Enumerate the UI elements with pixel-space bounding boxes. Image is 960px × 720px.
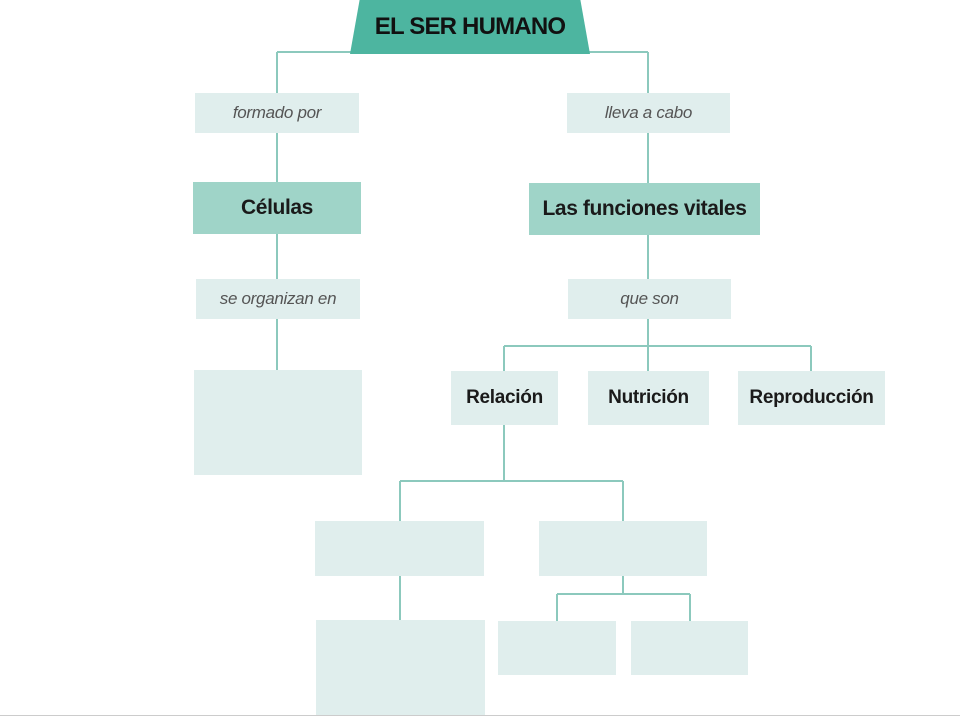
function-relacion: Relación: [451, 371, 558, 425]
function-reproduccion: Reproducción: [738, 371, 885, 425]
bottom-divider: [0, 715, 960, 716]
function-nutricion: Nutrición: [588, 371, 709, 425]
link-se-organizan-en: se organizan en: [196, 279, 360, 319]
link-formado-por: formado por: [195, 93, 359, 133]
blank-box-leaf-b: [631, 621, 748, 675]
title-box: EL SER HUMANO: [350, 0, 590, 54]
map-title: EL SER HUMANO: [374, 13, 566, 40]
blank-box-celulas: [194, 370, 362, 475]
blank-box-relacion-left-child: [316, 620, 485, 715]
title-shape: [350, 0, 590, 54]
link-que-son: que son: [568, 279, 731, 319]
concept-funciones-vitales: Las funciones vitales: [529, 183, 760, 235]
concept-celulas: Células: [193, 182, 361, 234]
blank-box-relacion-left: [315, 521, 484, 576]
link-lleva-a-cabo: lleva a cabo: [567, 93, 730, 133]
blank-box-relacion-right: [539, 521, 707, 576]
blank-box-leaf-a: [498, 621, 616, 675]
